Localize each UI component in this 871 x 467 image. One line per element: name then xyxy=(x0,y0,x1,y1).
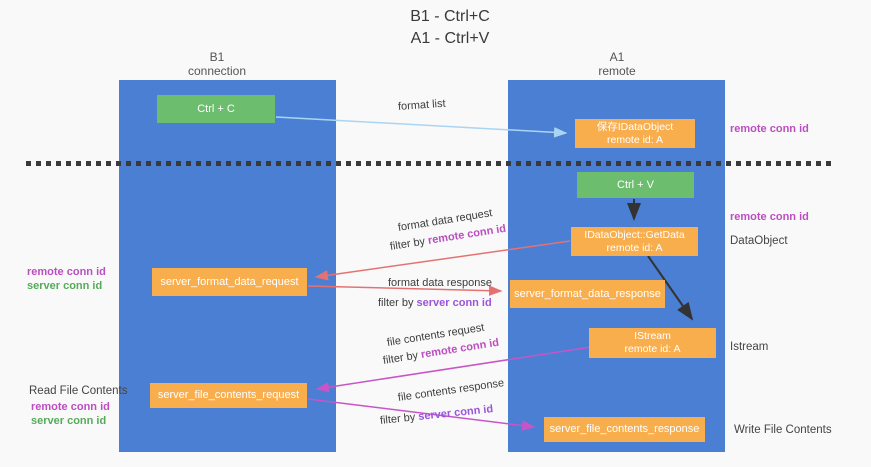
dataobject-annotation: DataObject xyxy=(730,235,788,247)
ctrl-c-label: Ctrl + C xyxy=(197,102,235,115)
server-file-contents-request-label: server_file_contents_request xyxy=(157,389,300,401)
file-contents-response-filter-label: filter by server conn id xyxy=(379,403,493,427)
phase-separator-dashed-line xyxy=(26,161,833,166)
read-file-contents-annotation: Read File Contents xyxy=(29,385,128,397)
istream-annotation: Istream xyxy=(730,341,769,353)
save-dataobject-box: 保存IDataObject remote id: A xyxy=(575,119,695,148)
filter-by-text: filter by xyxy=(389,235,429,253)
title-line-2: A1 - Ctrl+V xyxy=(410,30,490,47)
filter-by-text: filter by xyxy=(379,411,419,427)
istream-box: IStream remote id: A xyxy=(589,328,716,358)
ctrl-v-label: Ctrl + V xyxy=(617,178,654,191)
save-dataobject-line1: 保存IDataObject xyxy=(596,120,674,133)
ctrl-c-box: Ctrl + C xyxy=(157,95,275,123)
server-conn-id-text: server conn id xyxy=(417,403,494,423)
server-file-contents-response-box: server_file_contents_response xyxy=(544,417,705,442)
format-data-response-label: format data response xyxy=(388,277,492,289)
column-header-a1: A1 remote xyxy=(598,50,635,78)
getdata-box: IDataObject::GetData remote id: A xyxy=(571,227,698,256)
filter-by-text: filter by xyxy=(382,349,422,367)
format-data-response-filter-label: filter by server conn id xyxy=(378,297,492,309)
server-format-data-response-label: server_format_data_response xyxy=(514,287,661,300)
column-a1-role: remote xyxy=(598,64,636,78)
column-b1-role: connection xyxy=(187,64,247,78)
istream-line1: IStream xyxy=(634,330,671,342)
column-b1-name: B1 xyxy=(209,50,225,64)
file-contents-response-label: file contents response xyxy=(397,377,505,404)
server-format-data-request-label: server_format_data_request xyxy=(160,275,299,288)
column-a1-name: A1 xyxy=(609,50,625,64)
left-server-conn-id-bottom: server conn id xyxy=(31,415,107,427)
left-conn-ids-mid: remote conn id server conn id xyxy=(27,265,106,293)
remote-conn-id-annotation-top: remote conn id xyxy=(730,123,809,135)
title-line-1: B1 - Ctrl+C xyxy=(410,8,490,25)
server-format-data-response-box: server_format_data_response xyxy=(510,280,665,308)
left-conn-ids-bottom: remote conn id server conn id xyxy=(31,400,110,428)
server-file-contents-request-box: server_file_contents_request xyxy=(150,383,307,408)
left-remote-conn-id-mid: remote conn id xyxy=(27,266,106,278)
diagram-title: B1 - Ctrl+C A1 - Ctrl+V xyxy=(410,6,490,50)
getdata-line2: remote id: A xyxy=(606,241,663,254)
remote-conn-id-annotation-mid: remote conn id xyxy=(730,211,809,223)
getdata-line1: IDataObject::GetData xyxy=(584,228,685,241)
write-file-contents-annotation: Write File Contents xyxy=(734,424,832,436)
ctrl-v-box: Ctrl + V xyxy=(577,172,694,198)
left-server-conn-id-mid: server conn id xyxy=(27,280,103,292)
column-header-b1: B1 connection xyxy=(188,50,246,78)
server-format-data-request-box: server_format_data_request xyxy=(152,268,307,296)
save-dataobject-line2: remote id: A xyxy=(606,133,664,146)
istream-line2: remote id: A xyxy=(624,343,681,355)
filter-by-text: filter by xyxy=(378,297,417,309)
server-conn-id-text: server conn id xyxy=(416,297,492,309)
server-file-contents-response-label: server_file_contents_response xyxy=(549,423,700,435)
format-list-label: format list xyxy=(397,97,446,113)
left-remote-conn-id-bottom: remote conn id xyxy=(31,401,110,413)
